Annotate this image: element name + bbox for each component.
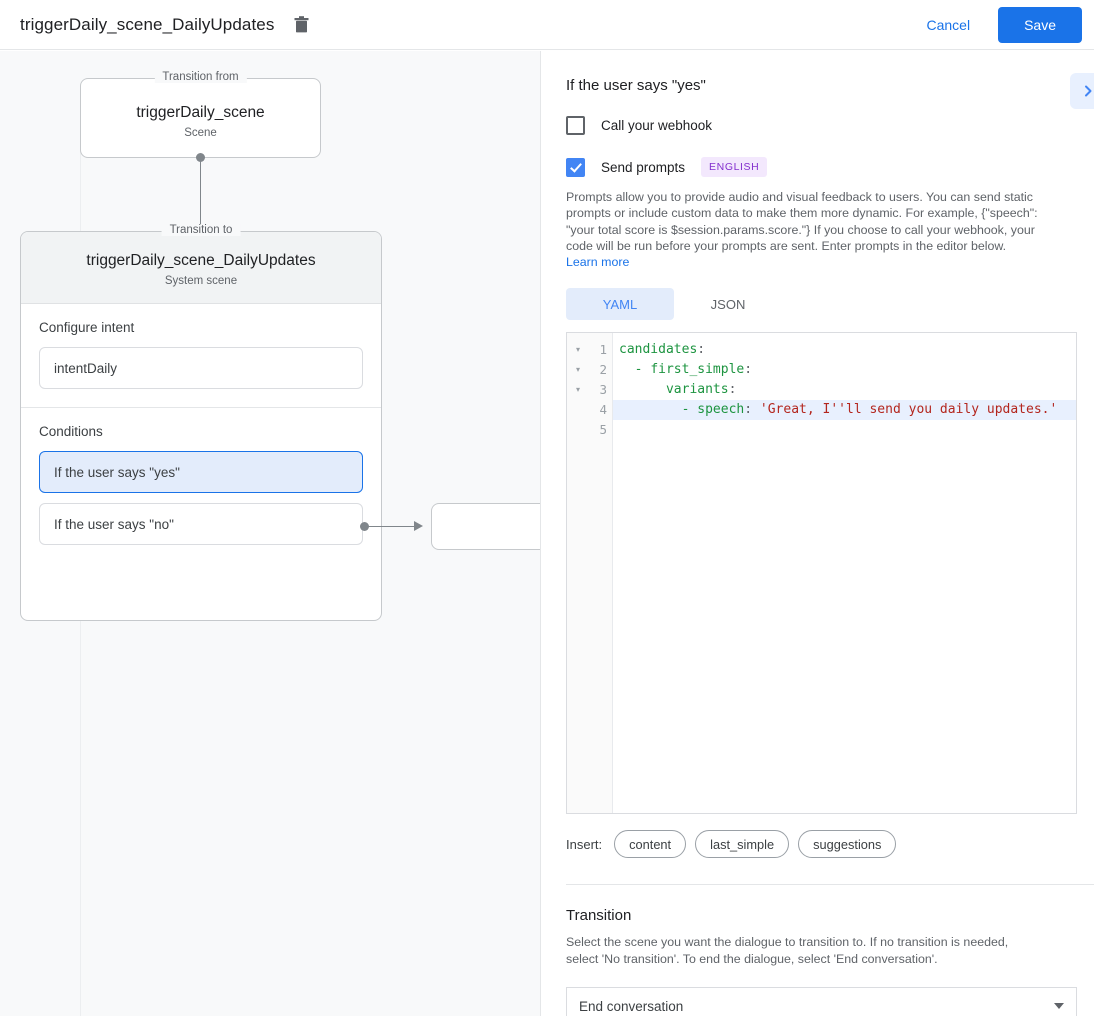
code-punct: : bbox=[744, 362, 753, 378]
top-bar-actions: Cancel Save bbox=[912, 6, 1094, 43]
transition-to-node[interactable]: Transition to triggerDaily_scene_DailyUp… bbox=[20, 224, 382, 621]
insert-chip-content[interactable]: content bbox=[614, 830, 687, 859]
transition-section-description: Select the scene you want the dialogue t… bbox=[566, 935, 1009, 966]
insert-row: Insert: content last_simple suggestions bbox=[542, 830, 1094, 859]
transition-from-subtitle: Scene bbox=[184, 127, 217, 139]
transition-from-node[interactable]: Transition from triggerDaily_scene Scene bbox=[80, 71, 321, 158]
call-webhook-label: Call your webhook bbox=[601, 118, 713, 133]
condition-item-yes[interactable]: If the user says "yes" bbox=[39, 451, 363, 493]
transition-to-title: triggerDaily_scene_DailyUpdates bbox=[86, 252, 316, 269]
code-indent: - bbox=[619, 402, 698, 418]
page-title: triggerDaily_scene_DailyUpdates bbox=[20, 14, 275, 34]
code-key: candidates bbox=[619, 342, 698, 358]
tab-json[interactable]: JSON bbox=[710, 296, 746, 312]
flow-canvas[interactable]: Transition from triggerDaily_scene Scene… bbox=[0, 51, 541, 1016]
line-number: 5 bbox=[599, 422, 607, 438]
code-key: variants bbox=[665, 382, 729, 398]
send-prompts-checkbox[interactable] bbox=[566, 157, 585, 177]
fold-marker[interactable]: ▾ bbox=[575, 365, 580, 375]
webhook-row: Call your webhook bbox=[542, 116, 1094, 135]
code-key: speech bbox=[697, 402, 745, 418]
editor-code-area[interactable]: candidates: - first_simple: variants: - … bbox=[613, 333, 1076, 813]
expand-panel-button[interactable] bbox=[1070, 73, 1094, 109]
send-prompts-label: Send prompts bbox=[601, 159, 686, 175]
insert-chip-suggestions[interactable]: suggestions bbox=[798, 830, 897, 859]
line-number: 2 bbox=[599, 362, 607, 378]
send-prompts-row: Send prompts ENGLISH bbox=[542, 157, 1094, 177]
code-key: first_simple bbox=[650, 362, 745, 378]
code-line: variants: bbox=[613, 380, 1076, 400]
intent-field[interactable]: intentDaily bbox=[39, 347, 363, 389]
code-punct: : bbox=[728, 382, 737, 398]
format-tabs: YAML JSON bbox=[542, 288, 1094, 321]
cancel-button[interactable]: Cancel bbox=[912, 9, 984, 41]
learn-more-link[interactable]: Learn more bbox=[566, 255, 630, 270]
line-number: 4 bbox=[599, 402, 607, 418]
editor-line-numbers: 1 2 3 4 5 bbox=[589, 333, 613, 814]
transition-to-legend: Transition to bbox=[161, 224, 241, 236]
detail-panel-title: If the user says "yes" bbox=[566, 77, 706, 94]
editor-fold-column: ▾ ▾ ▾ bbox=[567, 333, 589, 814]
transition-select-value: End conversation bbox=[579, 998, 684, 1014]
prompts-description-text: Prompts allow you to provide audio and v… bbox=[566, 190, 1038, 253]
code-editor[interactable]: ▾ ▾ ▾ 1 2 3 4 5 candidates: - first_simp… bbox=[566, 332, 1077, 815]
transition-section-title: Transition bbox=[566, 907, 632, 925]
connector-line-horizontal bbox=[366, 526, 414, 527]
chevron-right-icon bbox=[1085, 85, 1092, 97]
top-bar: triggerDaily_scene_DailyUpdates Cancel S… bbox=[0, 0, 1094, 50]
trash-icon bbox=[294, 16, 309, 33]
conditions-section: Conditions If the user says "yes" If the… bbox=[21, 407, 381, 573]
code-punct: : bbox=[744, 402, 760, 418]
delete-button[interactable] bbox=[288, 12, 314, 38]
configure-intent-section: Configure intent intentDaily bbox=[21, 304, 381, 407]
language-badge: ENGLISH bbox=[701, 157, 768, 177]
connector-dot bbox=[196, 153, 205, 162]
section-divider bbox=[566, 884, 1094, 886]
condition-item-no[interactable]: If the user says "no" bbox=[39, 503, 363, 545]
transition-to-subtitle: System scene bbox=[164, 275, 238, 287]
detail-panel: If the user says "yes" Call your webhook… bbox=[542, 51, 1094, 1016]
code-indent bbox=[619, 382, 666, 397]
code-line: - first_simple: bbox=[613, 360, 1076, 380]
code-punct: : bbox=[697, 342, 706, 358]
fold-marker[interactable]: ▾ bbox=[575, 385, 580, 395]
code-line bbox=[613, 420, 1076, 440]
conditions-label: Conditions bbox=[39, 424, 103, 439]
transition-to-header: triggerDaily_scene_DailyUpdates System s… bbox=[21, 232, 381, 304]
configure-intent-label: Configure intent bbox=[39, 320, 135, 335]
detail-panel-header: If the user says "yes" bbox=[542, 51, 1094, 109]
save-button[interactable]: Save bbox=[998, 6, 1082, 43]
target-node-placeholder[interactable] bbox=[431, 503, 540, 550]
transition-from-legend: Transition from bbox=[154, 71, 247, 83]
connector-arrow-right bbox=[414, 521, 423, 531]
call-webhook-checkbox[interactable] bbox=[566, 116, 585, 135]
code-indent: - bbox=[619, 362, 651, 378]
line-number: 1 bbox=[599, 342, 607, 358]
tab-yaml[interactable]: YAML bbox=[566, 288, 674, 321]
insert-label: Insert: bbox=[566, 836, 603, 852]
code-line: candidates: bbox=[613, 340, 1076, 360]
fold-marker[interactable]: ▾ bbox=[575, 345, 580, 355]
chevron-down-icon bbox=[1054, 1003, 1064, 1010]
transition-from-title: triggerDaily_scene bbox=[136, 104, 265, 121]
prompts-description: Prompts allow you to provide audio and v… bbox=[542, 189, 1062, 270]
code-line: - speech: 'Great, I''ll send you daily u… bbox=[613, 400, 1076, 421]
condition-connector-dot bbox=[360, 522, 369, 531]
transition-select[interactable]: End conversation bbox=[566, 987, 1077, 1016]
code-string: 'Great, I''ll send you daily updates.' bbox=[759, 402, 1058, 418]
connector-line-vertical bbox=[200, 161, 201, 256]
line-number: 3 bbox=[599, 382, 607, 398]
insert-chip-last-simple[interactable]: last_simple bbox=[695, 830, 790, 859]
